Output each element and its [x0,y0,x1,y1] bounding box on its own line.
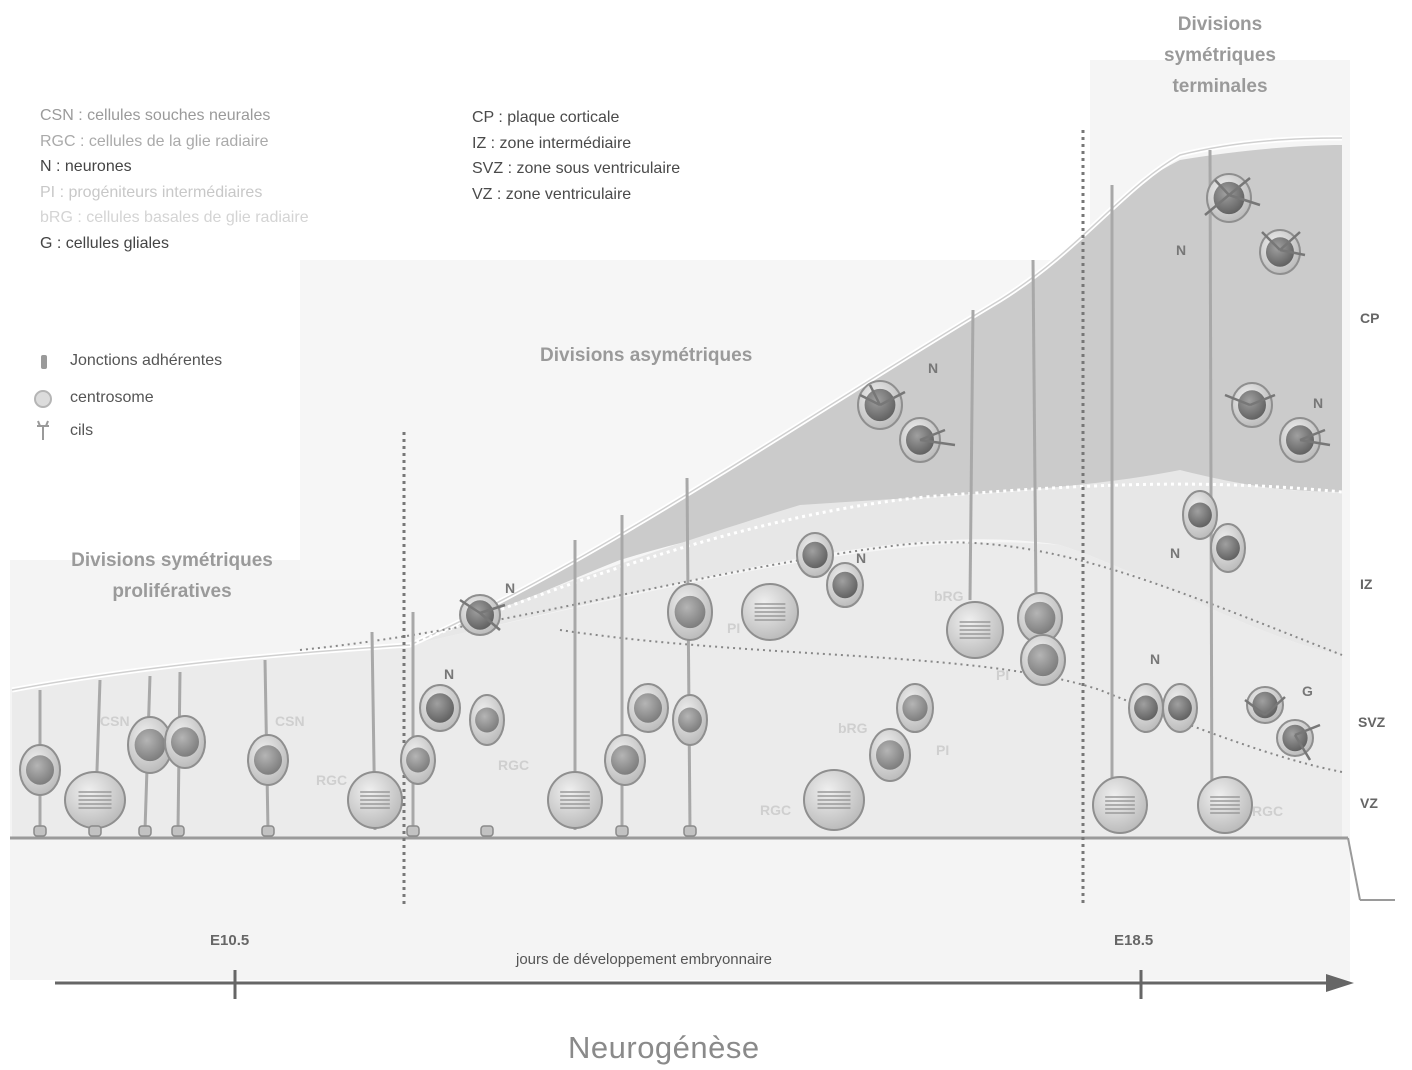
label-neuron: N [1170,545,1181,561]
progenitor-cell [400,735,436,785]
progenitor-cell [1017,592,1063,644]
label-neuron: N [505,580,516,596]
heading-symmetric-terminal: Divisions symétriques terminales [1164,14,1276,97]
label-rgc: RGC [498,757,530,773]
adherens-junction [138,825,152,837]
legend-iz: IZ : zone intermédiaire [472,134,632,152]
progenitor-cell [164,715,206,769]
zone-label-svz: SVZ [1358,714,1386,730]
zone-label-vz: VZ [1360,795,1378,811]
glial-cell [1276,719,1314,757]
label-rgc: RGC [1252,803,1284,819]
progenitor-cell [19,744,61,796]
zone-label-iz: IZ [1360,576,1373,592]
heading-symmetric-proliferative: Divisions symétriques prolifératives [71,550,273,602]
time-axis [55,970,1354,999]
dividing-cell [1197,776,1253,834]
timeline-axis-label: jours de développement embryonnaire [516,951,772,968]
label-neuron: N [1176,242,1187,258]
label-brg: bRG [934,588,964,604]
timeline-end: E18.5 [1114,932,1154,949]
label-rgc: RGC [316,772,348,788]
legend-zones: CP : plaque corticale IZ : zone interméd… [472,105,680,207]
neuron-cell [1162,683,1198,733]
label-pi: PI [727,620,741,636]
adherens-junction [88,825,102,837]
label-neuron: N [856,550,867,566]
legend-adherens-label: Jonctions adhérentes [70,352,223,369]
cilia-icon [37,420,49,440]
adherens-junction [33,825,47,837]
label-pi: PI [936,742,950,758]
intermediate-zone-region [410,470,1342,655]
progenitor-cell [667,583,713,641]
adherens-junction-icon [41,355,47,369]
legend-pi: PI : progéniteurs intermédiaires [40,183,263,201]
legend-n: N : neurones [40,158,132,175]
label-pi: PI [996,667,1010,683]
legend-symbols [34,355,52,440]
dividing-cell [946,601,1004,659]
neuron-cell [1182,490,1218,540]
progenitor-cell [247,734,289,786]
neuron-cell [1210,523,1246,573]
dividing-cell [803,769,865,831]
label-csn: CSN [100,713,130,729]
legend-cilia-label: cils [70,422,94,439]
label-neuron: N [928,360,939,376]
cp-iz-boundary [409,482,1343,647]
legend-vz: VZ : zone ventriculaire [472,185,632,203]
footer-title: Neurogénèse [568,1030,760,1065]
centrosome-icon [34,390,52,408]
adherens-junction [406,825,420,837]
adherens-junction [683,825,697,837]
neuron-cell [459,594,501,636]
adherens-junction [480,825,494,837]
adherens-junction [171,825,185,837]
progenitor-cell [896,683,934,733]
progenitor-cell [604,734,646,786]
legend-g: G : cellules gliales [40,234,169,252]
legend-centrosome-label: centrosome [70,389,154,406]
progenitor-cell [869,728,911,782]
legend-csn: CSN : cellules souches neurales [40,107,271,124]
timeline-start: E10.5 [210,932,250,949]
dividing-cell [64,771,126,829]
radial-fibres [38,149,1214,831]
label-glia: G [1302,683,1313,699]
legend-rgc: RGC : cellules de la glie radiaire [40,132,269,150]
dividing-cell [1092,776,1148,834]
label-csn: CSN [275,713,305,729]
progenitor-cell [627,683,669,733]
label-rgc: RGC [760,802,792,818]
legend-cell-types: CSN : cellules souches neurales RGC : ce… [40,103,309,256]
legend-svz: SVZ : zone sous ventriculaire [472,160,681,177]
label-neuron: N [1313,395,1324,411]
adherens-junction [615,825,629,837]
svz-vz-region [12,542,1342,838]
label-brg: bRG [838,720,868,736]
neuron-cell [826,562,864,608]
glial-cell [1246,686,1284,724]
progenitor-cell [1020,634,1066,686]
legend-brg: bRG : cellules basales de glie radiaire [40,209,309,226]
neuron-cell [1128,683,1164,733]
neuron-cell [419,684,461,732]
adherens-junction [261,825,275,837]
label-neuron: N [1150,651,1161,667]
zone-label-cp: CP [1360,310,1380,326]
label-neuron: N [444,666,455,682]
dividing-cell [741,583,799,641]
axis-arrowhead [1326,974,1354,992]
heading-asymmetric: Divisions asymétriques [540,345,753,366]
progenitor-cell [672,694,708,746]
neuron-cell [796,532,834,578]
neuron-dendrites [459,177,1331,761]
dividing-cell [347,771,403,829]
legend-cp: CP : plaque corticale [472,109,620,126]
progenitor-cell [469,694,505,746]
dividing-cell [547,771,603,829]
